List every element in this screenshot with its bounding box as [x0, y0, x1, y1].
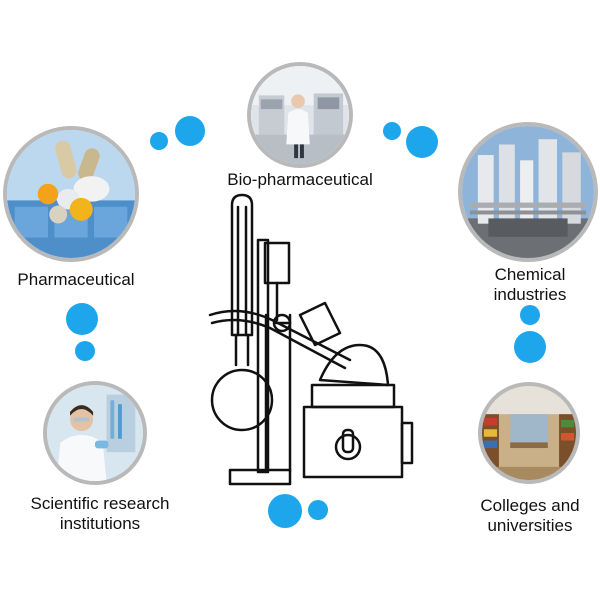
decorative-dot [66, 303, 98, 335]
library-image [482, 386, 576, 480]
decorative-dot [308, 500, 328, 520]
decorative-dot [75, 341, 95, 361]
colleges-universities-label: Colleges and universities [465, 496, 595, 536]
lab-worker-image [251, 66, 349, 164]
decorative-dot [268, 494, 302, 528]
decorative-dot [514, 331, 546, 363]
decorative-dot [406, 126, 438, 158]
colleges-universities-line2: universities [487, 516, 573, 535]
chemical-industries-photo [458, 122, 598, 262]
chemical-plant-image [462, 126, 594, 258]
chemical-industries-line2: industries [493, 285, 567, 304]
scientific-research-line2: institutions [59, 514, 141, 533]
scientific-research-photo [43, 381, 147, 485]
pills-image [7, 130, 135, 258]
rotary-evaporator-icon [208, 193, 414, 486]
scientist-image [47, 385, 143, 481]
bio-pharmaceutical-text: Bio-pharmaceutical [227, 170, 373, 189]
scientific-research-label: Scientific research institutions [10, 494, 190, 534]
decorative-dot [150, 132, 168, 150]
colleges-universities-photo [478, 382, 580, 484]
bio-pharmaceutical-label: Bio-pharmaceutical [200, 170, 400, 190]
decorative-dot [383, 122, 401, 140]
decorative-dot [175, 116, 205, 146]
pharmaceutical-label: Pharmaceutical [0, 270, 152, 290]
pharmaceutical-text: Pharmaceutical [17, 270, 135, 289]
decorative-dot [520, 305, 540, 325]
colleges-universities-line1: Colleges and [480, 496, 580, 515]
chemical-industries-line1: Chemical [494, 265, 566, 284]
chemical-industries-label: Chemical industries [470, 265, 590, 305]
scientific-research-line1: Scientific research [30, 494, 170, 513]
pharmaceutical-photo [3, 126, 139, 262]
bio-pharmaceutical-photo [247, 62, 353, 168]
